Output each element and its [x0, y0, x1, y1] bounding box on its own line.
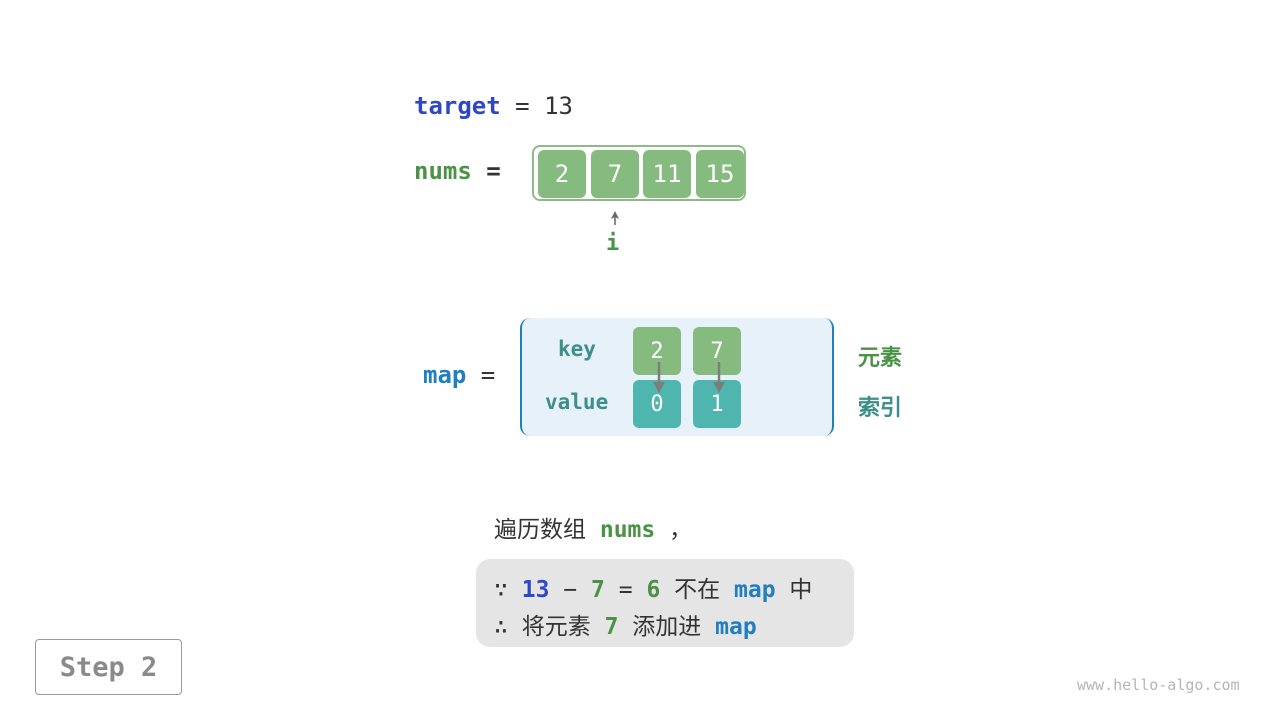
because-target: 13 [521, 577, 550, 603]
map-var: map [423, 361, 467, 389]
watermark: www.hello-algo.com [1077, 676, 1240, 694]
nums-var: nums [414, 157, 472, 185]
pointer-arrow-icon [611, 211, 619, 225]
nums-array-frame [532, 145, 746, 201]
nums-eq: = [471, 157, 516, 185]
because-minus: − [563, 577, 578, 603]
map-eq: = [466, 361, 510, 389]
therefore-into: 添加进 [632, 614, 702, 640]
value-meaning-label: 索引 [858, 396, 903, 421]
explanation-text: 遍历数组 [494, 517, 586, 543]
because-eq: = [618, 577, 633, 603]
key-to-value-arrow-icon [653, 362, 665, 393]
because-not-in: 不在 [674, 577, 721, 603]
therefore-value: 7 [604, 614, 619, 640]
pointer-label: i [606, 231, 620, 256]
array-cell-1: 7 [591, 150, 639, 198]
therefore-text: 将元素 [521, 614, 591, 640]
target-value: 13 [544, 92, 573, 120]
because-mid: 中 [789, 577, 813, 603]
explanation-box [476, 559, 854, 647]
therefore-line: ∴ 将元素 7 添加进 map [494, 607, 757, 641]
therefore-map: map [715, 614, 757, 640]
explanation-var: nums [599, 517, 656, 543]
explanation-heading: 遍历数组 nums ， [494, 510, 692, 544]
target-line: target = 13 [414, 92, 573, 120]
array-cell-2: 11 [643, 150, 691, 198]
explanation-comma: ， [669, 517, 693, 543]
map-key-cell-0: 2 [633, 327, 681, 375]
key-to-value-arrow-icon [713, 362, 725, 393]
nums-line: nums = [414, 157, 515, 185]
value-row-label: value [545, 390, 609, 414]
because-line: ∵ 13 − 7 = 6 不在 map 中 [494, 570, 812, 604]
because-num: 7 [591, 577, 605, 603]
target-var: target [414, 92, 501, 120]
array-cell-0: 2 [538, 150, 586, 198]
map-key-cell-1: 7 [693, 327, 741, 375]
therefore-symbol: ∴ [494, 614, 508, 640]
because-result: 6 [646, 577, 661, 603]
step-indicator: Step 2 [35, 639, 182, 695]
map-line: map = [423, 361, 510, 389]
array-cell-3: 15 [696, 150, 744, 198]
key-row-label: key [558, 337, 596, 361]
because-map: map [734, 577, 776, 603]
target-eq: = [500, 92, 545, 120]
key-meaning-label: 元素 [858, 346, 903, 371]
because-symbol: ∵ [494, 577, 508, 603]
